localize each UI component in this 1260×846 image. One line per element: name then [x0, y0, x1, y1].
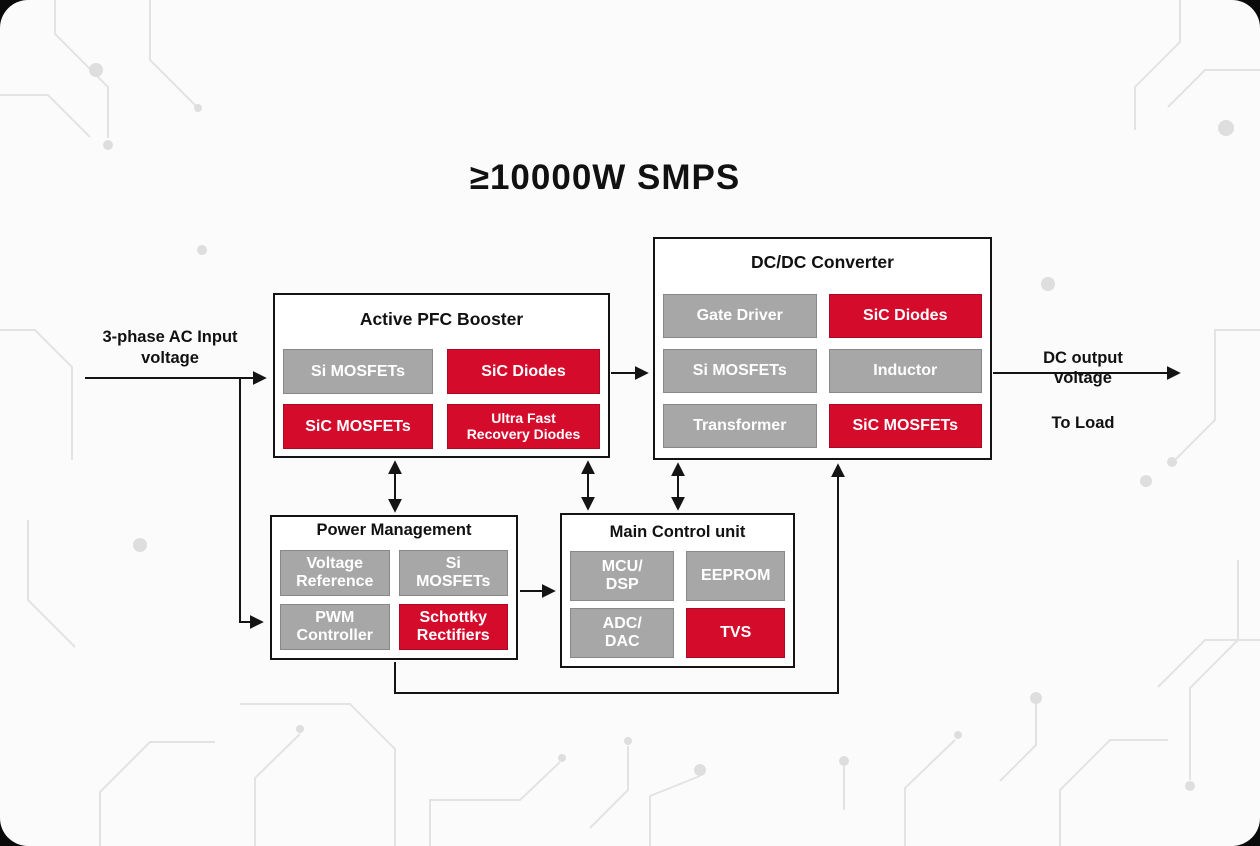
cell-eeprom: EEPROM — [686, 551, 785, 601]
pm-block-title: Power Management — [316, 521, 472, 539]
dc-output-label: DC output voltage To Load — [1018, 327, 1148, 454]
cell-sic-diodes: SiC Diodes — [828, 294, 982, 338]
cell-adc-dac: ADC/ DAC — [570, 608, 675, 658]
cell-si-mosfets: Si MOSFETs — [283, 349, 433, 394]
ac-input-label: 3-phase AC Input voltage — [102, 328, 238, 367]
to-load-text: To Load — [1051, 413, 1115, 432]
pfc-cells: Si MOSFETs SiC Diodes SiC MOSFETs Ultra … — [283, 349, 600, 449]
block-active-pfc-booster: Active PFC Booster Si MOSFETs SiC Diodes… — [273, 293, 610, 458]
cell-transformer: Transformer — [663, 404, 817, 448]
cell-si-mosfets: Si MOSFETs — [398, 550, 508, 596]
cell-si-mosfets: Si MOSFETs — [663, 349, 817, 393]
dcdc-block-title: DC/DC Converter — [751, 252, 894, 272]
cell-gate-driver: Gate Driver — [663, 294, 817, 338]
dc-output-voltage-text: DC output voltage — [1043, 348, 1123, 388]
cell-tvs: TVS — [686, 608, 785, 658]
pfc-block-title: Active PFC Booster — [359, 309, 524, 329]
cell-inductor: Inductor — [828, 349, 982, 393]
cell-sic-mosfets: SiC MOSFETs — [828, 404, 982, 448]
mcu-block-title: Main Control unit — [609, 523, 746, 541]
cell-pwm-controller: PWM Controller — [280, 604, 390, 650]
cell-mcu-dsp: MCU/ DSP — [570, 551, 675, 601]
cell-ultra-fast-recovery-diodes: Ultra Fast Recovery Diodes — [447, 404, 600, 449]
mcu-cells: MCU/ DSP EEPROM ADC/ DAC TVS — [570, 551, 785, 658]
block-power-management: Power Management Voltage Reference Si MO… — [270, 515, 518, 660]
block-main-control-unit: Main Control unit MCU/ DSP EEPROM ADC/ D… — [560, 513, 795, 668]
diagram-title: ≥10000W SMPS — [469, 158, 741, 197]
cell-voltage-reference: Voltage Reference — [280, 550, 390, 596]
cell-sic-diodes: SiC Diodes — [447, 349, 600, 394]
block-dcdc-converter: DC/DC Converter Gate Driver SiC Diodes S… — [653, 237, 992, 460]
cell-schottky-rectifiers: Schottky Rectifiers — [398, 604, 508, 650]
dcdc-cells: Gate Driver SiC Diodes Si MOSFETs Induct… — [663, 294, 982, 448]
cell-sic-mosfets: SiC MOSFETs — [283, 404, 433, 449]
pm-cells: Voltage Reference Si MOSFETs PWM Control… — [280, 550, 508, 650]
